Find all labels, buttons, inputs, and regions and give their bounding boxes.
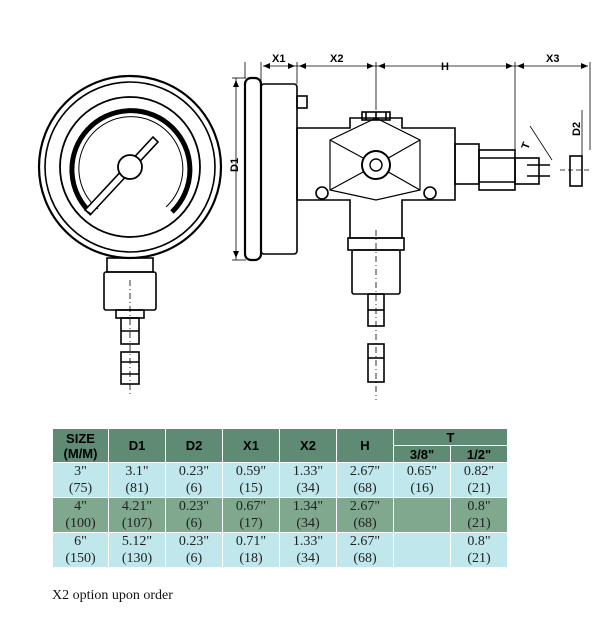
cell-value: 0.8": [467, 534, 491, 549]
cell-value: 2.67": [349, 464, 381, 479]
dim-label-h: H: [441, 61, 449, 73]
table-row: 3" (75) 3.1" (81) 0.23" (6) 0.59" (15) 1.33"…: [52, 462, 508, 498]
cell-d2: 0.23" (6): [165, 462, 223, 498]
cell-t-1-2: 0.82" (21): [450, 462, 508, 498]
cell-x1: 0.67" (17): [222, 497, 280, 533]
header-t-1-2: 1/2": [450, 445, 508, 463]
cell-d1: 5.12" (130): [108, 532, 166, 568]
header-t: T: [393, 428, 508, 446]
cell-value: (34): [296, 481, 320, 496]
cell-value: (150): [65, 551, 96, 566]
dimension-table: SIZE (M/M) D1 D2 X1 X2 H T 3/8" 1/2" 3" (…: [52, 428, 508, 568]
cell-value: 6": [74, 534, 87, 549]
cell-x2: 1.34" (34): [279, 497, 337, 533]
cell-t-1-2: 0.8" (21): [450, 532, 508, 568]
cell-d2: 0.23" (6): [165, 497, 223, 533]
cell-value: 4.21": [121, 499, 153, 514]
cell-h: 2.67" (68): [336, 532, 394, 568]
cell-size: 4" (100): [52, 497, 109, 533]
cell-value: 0.67": [235, 499, 267, 514]
cell-t-3-8: [393, 532, 451, 568]
dim-label-x1: X1: [272, 53, 285, 65]
cell-value: 0.71": [235, 534, 267, 549]
dim-label-x2: X2: [330, 53, 343, 65]
cell-value: 0.23": [178, 499, 210, 514]
gauge-drawing: X1 X2 H X3 D1 D2 T: [37, 53, 592, 400]
header-x2: X2: [279, 428, 337, 463]
header-t-3-8: 3/8": [393, 445, 451, 463]
cell-d1: 3.1" (81): [108, 462, 166, 498]
cell-value: (68): [353, 551, 377, 566]
cell-x1: 0.71" (18): [222, 532, 280, 568]
cell-value: 0.82": [463, 464, 495, 479]
cell-value: 1.33": [292, 464, 324, 479]
cell-value: (6): [185, 516, 203, 531]
dim-label-d1: D1: [229, 158, 241, 172]
dim-label-d2: D2: [571, 122, 583, 136]
cell-value: (68): [353, 516, 377, 531]
header-x1: X1: [222, 428, 280, 463]
cell-t-3-8: [393, 497, 451, 533]
dim-label-x3: X3: [546, 53, 559, 65]
cell-value: (34): [296, 551, 320, 566]
cell-d2: 0.23" (6): [165, 532, 223, 568]
cell-value: 2.67": [349, 499, 381, 514]
header-d1: D1: [108, 428, 166, 463]
cell-size: 3" (75): [52, 462, 109, 498]
cell-value: (17): [239, 516, 263, 531]
cell-value: 4": [74, 499, 87, 514]
cell-value: (21): [467, 516, 491, 531]
cell-d1: 4.21" (107): [108, 497, 166, 533]
cell-t-1-2: 0.8" (21): [450, 497, 508, 533]
cell-value: (21): [467, 551, 491, 566]
cell-value: (34): [296, 516, 320, 531]
cell-value: (68): [353, 481, 377, 496]
cell-value: (15): [239, 481, 263, 496]
cell-value: 2.67": [349, 534, 381, 549]
cell-value: (6): [185, 481, 203, 496]
cell-value: (21): [467, 481, 491, 496]
header-h: H: [336, 428, 394, 463]
cell-value: 0.23": [178, 464, 210, 479]
cell-value: 3.1": [125, 464, 149, 479]
cell-h: 2.67" (68): [336, 497, 394, 533]
footnote: X2 option upon order: [52, 588, 173, 603]
cell-value: (81): [125, 481, 149, 496]
cell-value: 0.8": [467, 499, 491, 514]
cell-value: (M/M): [63, 445, 98, 461]
cell-x1: 0.59" (15): [222, 462, 280, 498]
header-d2: D2: [165, 428, 223, 463]
cell-value: (16): [410, 481, 434, 496]
cell-value: (6): [185, 551, 203, 566]
gauge-side-view: [232, 62, 592, 400]
cell-t-3-8: 0.65" (16): [393, 462, 451, 498]
cell-value: SIZE: [66, 430, 95, 446]
cell-value: 0.65": [406, 464, 438, 479]
dim-label-t: T: [520, 140, 534, 151]
cell-value: 1.34": [292, 499, 324, 514]
cell-value: (18): [239, 551, 263, 566]
cell-value: 5.12": [121, 534, 153, 549]
table-row: 6" (150) 5.12" (130) 0.23" (6) 0.71" (18) 1.…: [52, 532, 508, 568]
header-size: SIZE (M/M): [52, 428, 109, 463]
cell-value: (100): [65, 516, 96, 531]
cell-value: (130): [121, 551, 153, 566]
cell-value: 3": [74, 464, 87, 479]
cell-value: 0.23": [178, 534, 210, 549]
table-row: 4" (100) 4.21" (107) 0.23" (6) 0.67" (17) 1.…: [52, 497, 508, 533]
cell-x2: 1.33" (34): [279, 532, 337, 568]
cell-h: 2.67" (68): [336, 462, 394, 498]
cell-value: (75): [68, 481, 93, 496]
cell-x2: 1.33" (34): [279, 462, 337, 498]
cell-value: (107): [121, 516, 153, 531]
gauge-front-view: [37, 74, 223, 395]
cell-size: 6" (150): [52, 532, 109, 568]
cell-value: 1.33": [292, 534, 324, 549]
cell-value: 0.59": [235, 464, 267, 479]
